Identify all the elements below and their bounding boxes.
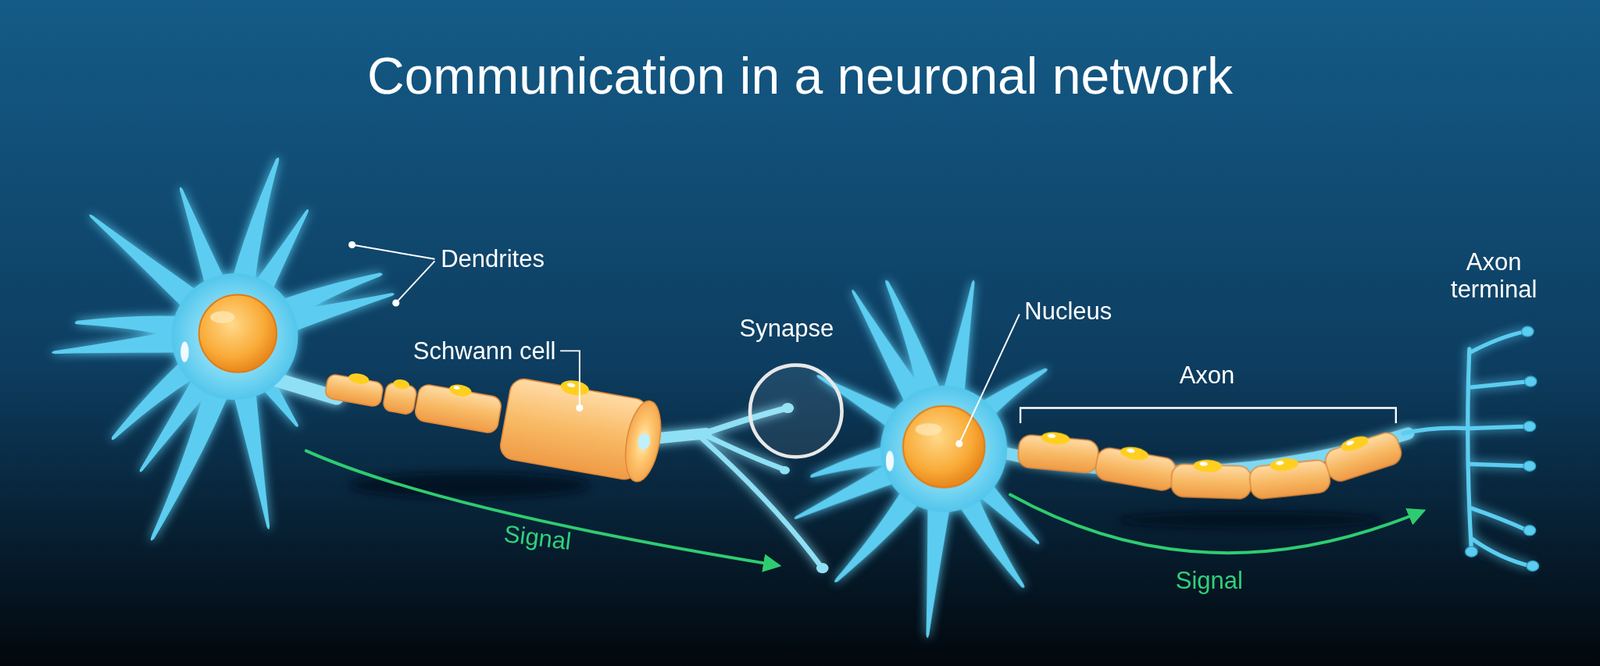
schwann-cell [1322,429,1405,485]
schwann-cell [448,383,473,399]
schwann-cell [1017,425,1405,500]
leader-line [352,245,436,260]
schwann-cell [1171,458,1253,500]
leader-dot [392,299,400,307]
axon-terminal [1403,332,1531,567]
nucleus [885,450,894,472]
leader-line [960,314,1020,442]
schwann-cell [566,382,575,389]
schwann-cell [1345,439,1355,447]
schwann-cell [1192,459,1222,473]
schwann-cell [392,378,411,390]
axon-terminal [1403,428,1470,434]
part-label: Schwann cell [413,337,557,365]
terminal-bouton [1526,560,1540,572]
axon-terminal [1471,539,1531,567]
schwann-cell [1047,433,1057,439]
terminal-bouton [1523,460,1536,472]
leader-dot [575,404,583,412]
schwann-cell [1275,460,1285,466]
leader-dot [348,241,963,448]
schwann-cell [1321,425,1405,485]
nucleus [210,310,235,324]
terminal-bouton [1523,421,1536,432]
leader-line [396,260,436,304]
neuron [50,153,398,553]
part-label: Dendrites [440,245,545,273]
schwann-cell [1126,448,1136,454]
schwann-cell [1040,431,1071,447]
shadow [349,472,590,500]
schwann-cell [636,432,652,451]
axon-bracket [1020,408,1397,425]
terminal-bouton [1523,525,1536,536]
part-label: Axon [1179,361,1236,390]
nucleus [180,295,277,373]
axon-terminal [1469,426,1528,429]
synapse-circle [750,365,843,458]
terminal-bouton [1465,546,1479,558]
leader-line [560,350,580,407]
schwann-cell [1093,441,1179,493]
leader-line [352,245,1020,443]
schwann-cell [619,398,666,485]
schwann-cell [1119,445,1150,463]
signal-label: Signal [1175,567,1243,595]
nucleus [885,406,986,489]
terminal-bouton [1465,326,1540,572]
part-label: Nucleus [1024,297,1112,325]
nucleus [199,295,277,373]
axon-terminal [1468,382,1529,389]
axon-ending [816,563,829,574]
neuron [787,272,1408,640]
part-label: Synapse [739,314,835,343]
shadow [1117,512,1383,529]
signal-arrow [306,450,776,565]
nucleus [915,423,943,436]
schwann-cell [347,371,370,386]
nucleus [180,342,189,363]
axon-bracket [1020,408,1397,425]
axon-ending [779,466,790,475]
schwann-cell [414,383,504,435]
signal-arrow [1010,495,1421,554]
signal-label: Signal [503,520,574,556]
leader-dot [955,440,963,448]
diagram-title: Communication in a neuronal network [367,46,1233,106]
nucleus [903,406,985,489]
axon-terminal [1469,332,1526,354]
schwann-cell [1199,461,1208,467]
schwann-cell [559,378,590,398]
axon-terminal [1467,349,1472,552]
axon-terminal [1469,464,1528,467]
terminal-bouton [1521,326,1534,337]
schwann-cell [1247,453,1331,500]
schwann-cell [1269,457,1300,472]
neuron [880,385,1008,513]
schwann-cell [453,385,460,390]
neuron [171,273,298,400]
synapse-circle [750,365,843,458]
leader-dot [348,241,356,249]
schwann-cell [1017,429,1100,475]
axon-terminal [1470,508,1528,532]
schwann-cell [1339,433,1371,454]
part-label: Axon terminal [1435,248,1553,304]
terminal-bouton [1524,376,1537,387]
